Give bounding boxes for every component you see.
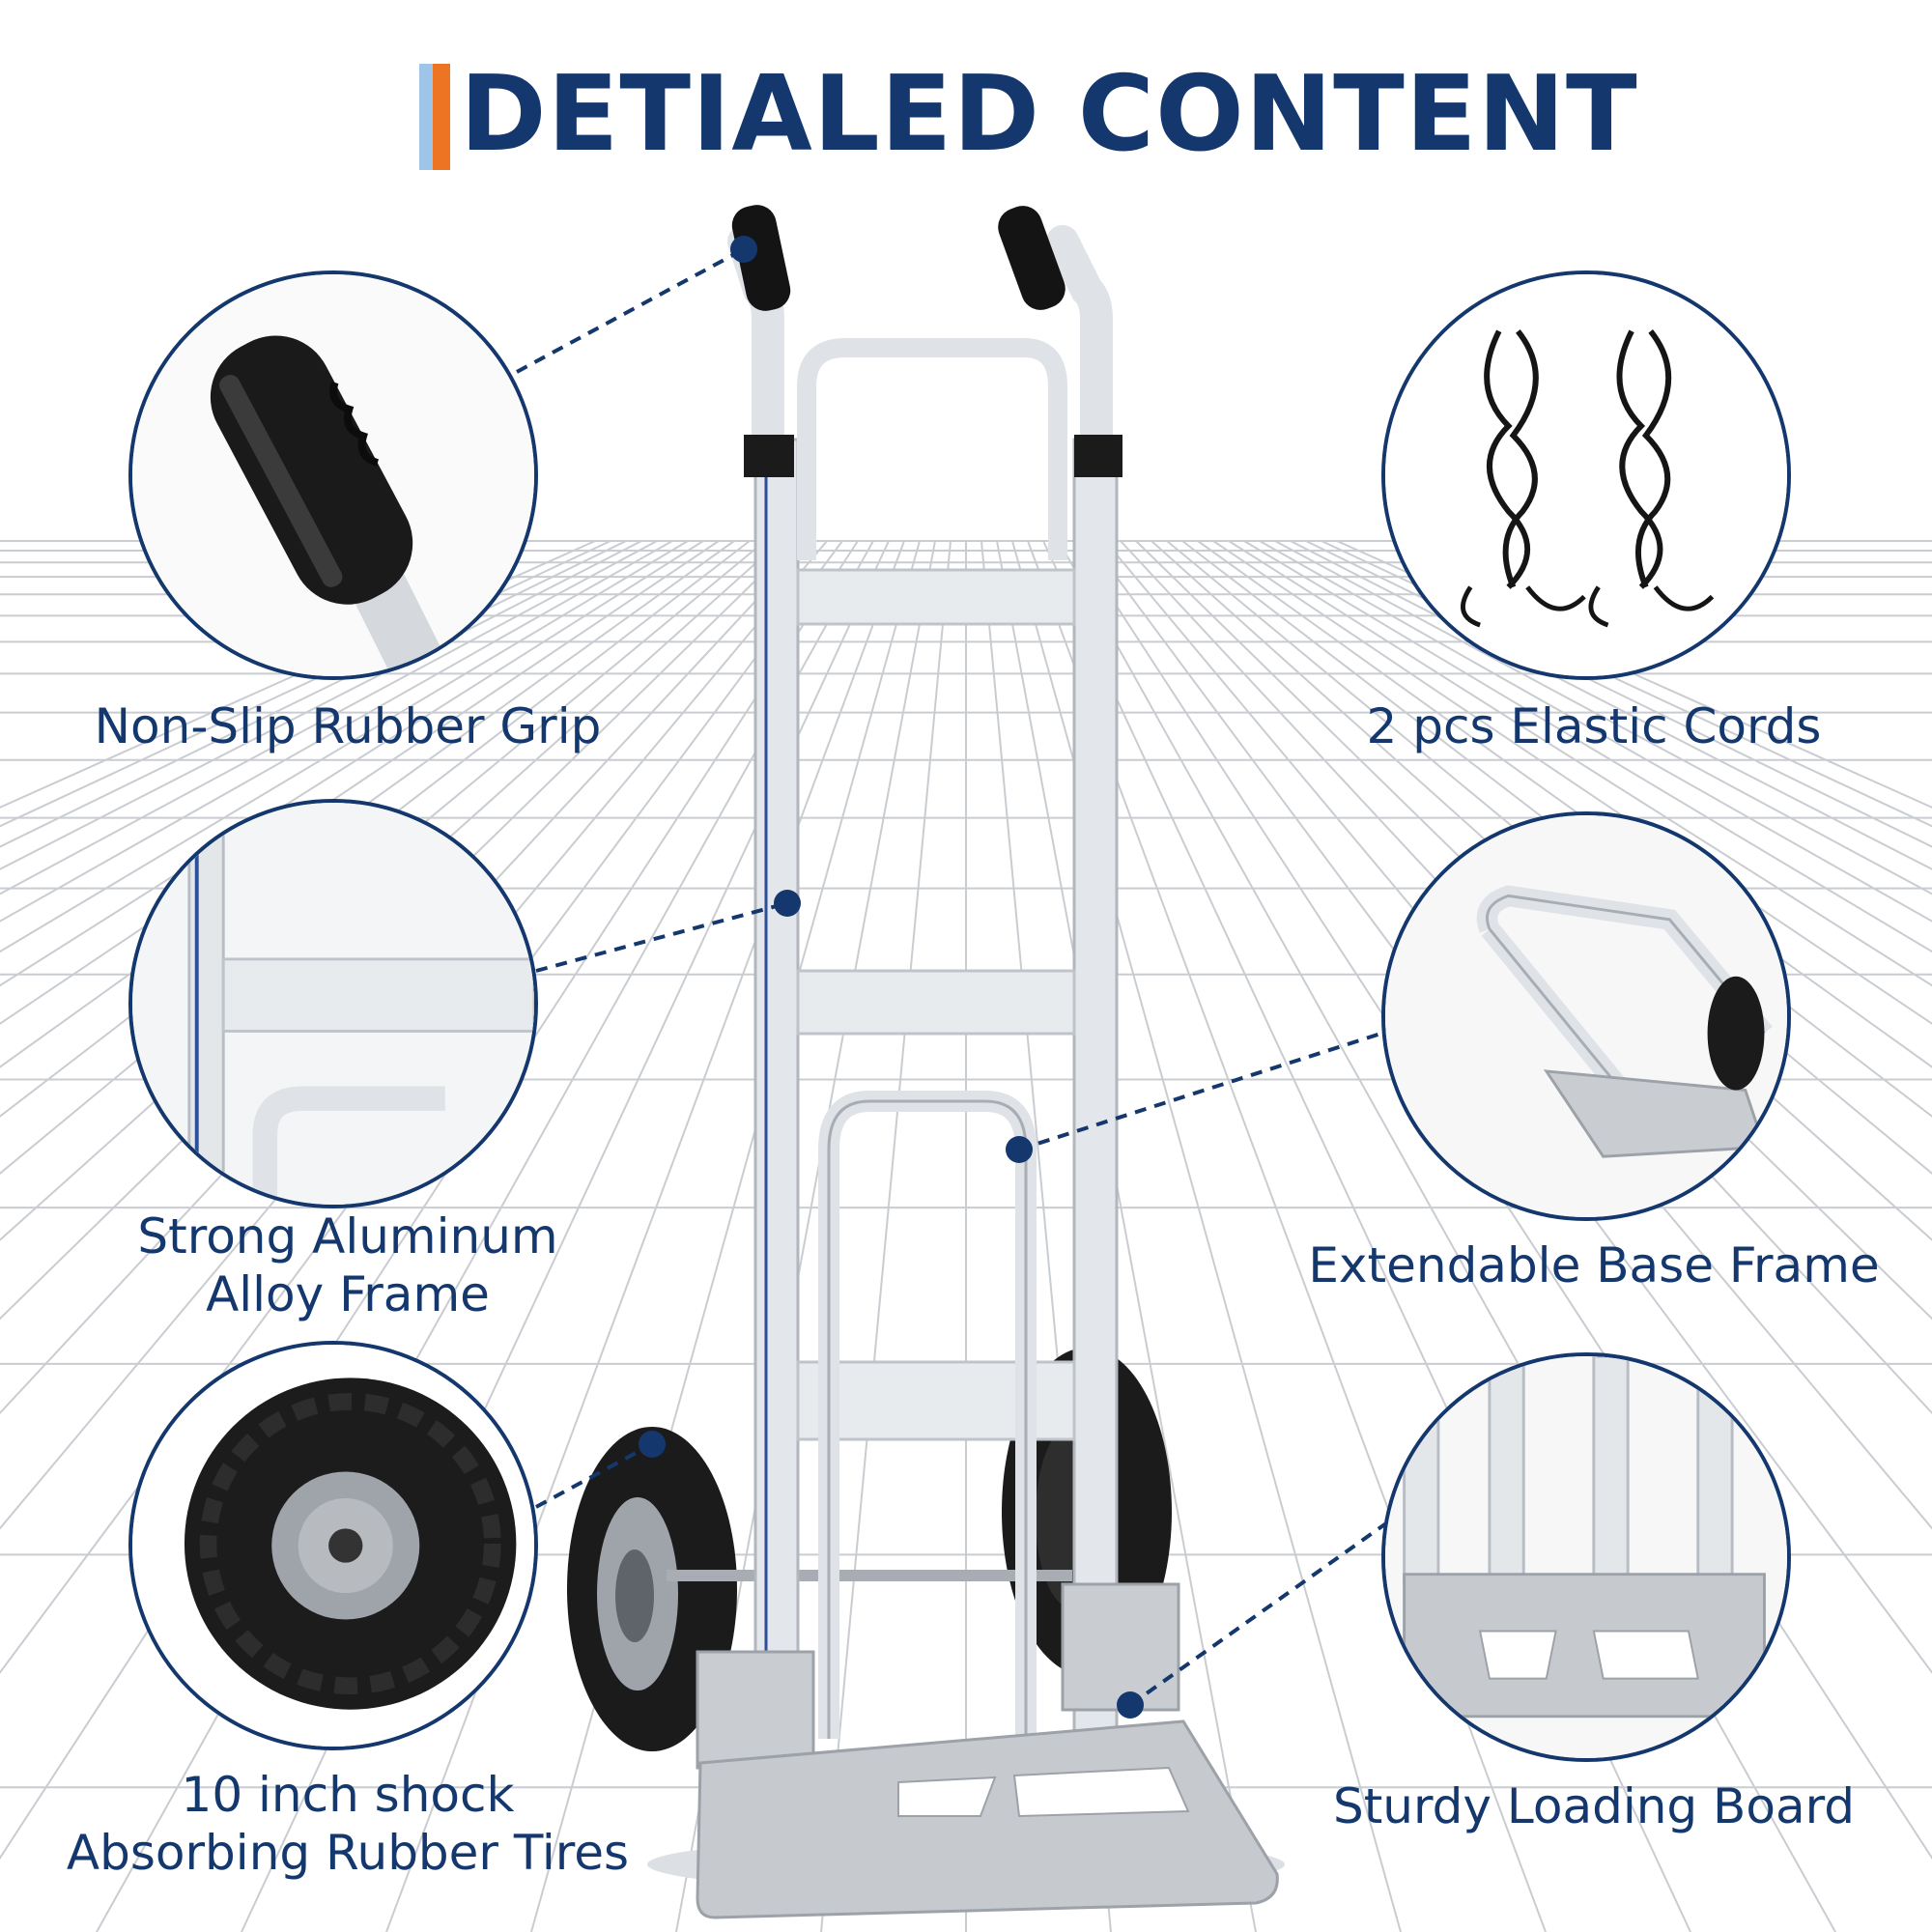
hand-truck bbox=[567, 205, 1285, 1919]
cords-label: 2 pcs Elastic Cords bbox=[1366, 698, 1822, 754]
tires-marker-dot bbox=[639, 1431, 666, 1458]
frame-label: Strong Aluminum Alloy Frame bbox=[19, 1208, 676, 1323]
base-marker-dot bbox=[1006, 1136, 1033, 1163]
cords-callout-circle bbox=[1381, 270, 1791, 680]
frame-marker-dot bbox=[774, 890, 801, 917]
tires-label: 10 inch shock Absorbing Rubber Tires bbox=[19, 1766, 676, 1882]
title-accent-bar-light bbox=[419, 64, 433, 170]
tires-label-line2: Absorbing Rubber Tires bbox=[66, 1825, 630, 1881]
board-marker-dot bbox=[1117, 1691, 1144, 1719]
extendable-base-icon bbox=[1385, 815, 1787, 1217]
elastic-cords-icon bbox=[1385, 274, 1787, 676]
grip-marker-dot bbox=[730, 236, 757, 263]
grip-label: Non-Slip Rubber Grip bbox=[94, 698, 602, 754]
base-label: Extendable Base Frame bbox=[1308, 1237, 1880, 1293]
tires-callout-circle bbox=[128, 1341, 538, 1750]
rubber-tire-icon bbox=[132, 1345, 534, 1747]
page-title-text: DETIALED CONTENT bbox=[460, 54, 1638, 175]
grip-callout-circle bbox=[128, 270, 538, 680]
frame-label-line2: Alloy Frame bbox=[206, 1266, 490, 1322]
base-callout-circle bbox=[1381, 811, 1791, 1221]
frame-callout-circle bbox=[128, 799, 538, 1208]
frame-label-line1: Strong Aluminum bbox=[137, 1208, 558, 1264]
tires-label-line1: 10 inch shock bbox=[181, 1767, 515, 1823]
title-accent-bar-orange bbox=[433, 64, 450, 170]
loading-board-icon bbox=[1385, 1356, 1787, 1758]
board-callout-circle bbox=[1381, 1352, 1791, 1762]
board-label: Sturdy Loading Board bbox=[1332, 1778, 1856, 1834]
aluminum-frame-icon bbox=[132, 803, 534, 1205]
rubber-grip-icon bbox=[132, 274, 534, 676]
